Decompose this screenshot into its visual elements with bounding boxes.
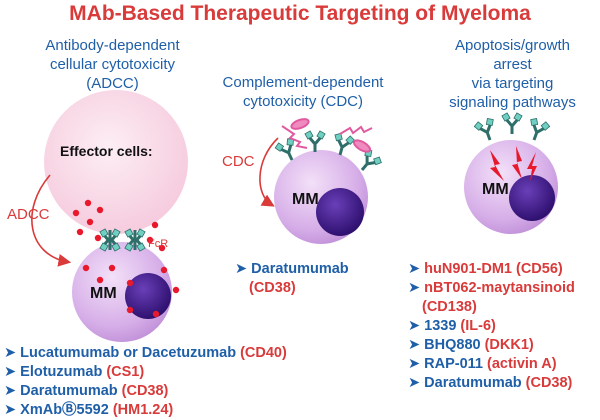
list-item-target: (CD138): [422, 299, 477, 315]
apoptosis-nucleus: [509, 175, 555, 221]
list-item: ➤RAP-011(activin A): [408, 356, 557, 372]
page-title: MAb-Based Therapeutic Targeting of Myelo…: [69, 2, 531, 25]
antibody-icon: [303, 129, 327, 154]
list-item: ➤Elotuzumab(CS1): [4, 364, 145, 380]
apoptosis-mm-label: MM: [482, 181, 509, 198]
cytotoxic-granules: [72, 199, 180, 318]
apoptosis-drug-list: ➤huN901-DM1(CD56) ➤nBT062-maytansinoid (…: [408, 260, 598, 393]
cdc-nucleus: [316, 188, 364, 236]
antibody-icon: [471, 115, 501, 145]
list-item: ➤Daratumumab(CD38): [408, 375, 573, 391]
cdc-drug-list: ➤Daratumumab (CD38): [235, 260, 385, 298]
list-item: ➤XmAbⒷ5592(HM1.24): [4, 402, 174, 418]
antibody-icon: [523, 115, 553, 145]
list-item: ➤BHQ880(DKK1): [408, 337, 534, 353]
cdc-arrow-label: CDC: [222, 153, 255, 170]
cdc-arrow: [259, 137, 279, 207]
fcr-label: FcR: [148, 238, 169, 250]
effector-cells-label: Effector cells:: [60, 143, 153, 159]
list-item-target: (CD38): [249, 280, 296, 296]
adcc-arrow-label: ADCC: [7, 206, 50, 223]
cdc-heading-line: cytotoxicity (CDC): [242, 93, 363, 110]
list-item: ➤nBT062-maytansinoid: [408, 280, 575, 296]
adcc-arrow: [31, 174, 72, 267]
apoptosis-heading: Apoptosis/growth arrest via targeting si…: [430, 36, 595, 112]
apoptosis-heading-line: via targeting: [471, 75, 554, 92]
cdc-heading: Complement-dependent cytotoxicity (CDC): [218, 73, 388, 111]
apoptosis-heading-line: signaling pathways: [449, 94, 576, 111]
cdc-mm-label: MM: [292, 191, 319, 208]
adcc-drug-list: ➤Lucatumumab or Dacetuzumab(CD40) ➤Elotu…: [4, 344, 304, 420]
list-item: ➤huN901-DM1(CD56): [408, 261, 563, 277]
complement-icon: [281, 118, 373, 153]
adcc-heading: Antibody-dependent cellular cytotoxicity…: [20, 36, 205, 93]
apoptosis-heading-line: Apoptosis/growth: [454, 37, 571, 54]
list-item: ➤Lucatumumab or Dacetuzumab(CD40): [4, 345, 287, 361]
adcc-nucleus: [125, 273, 171, 319]
adcc-heading-line: (ADCC): [86, 75, 139, 92]
list-item: ➤1339(IL-6): [408, 318, 496, 334]
signal-bolt-icon: [490, 146, 537, 181]
apoptosis-heading-line: arrest: [493, 56, 532, 73]
adcc-heading-line: Antibody-dependent: [45, 37, 180, 54]
cdc-heading-line: Complement-dependent: [222, 74, 384, 91]
list-item: ➤Daratumumab: [235, 261, 349, 277]
list-item: ➤Daratumumab(CD38): [4, 383, 169, 399]
antibody-icon: [500, 111, 524, 136]
effector-cell: [44, 90, 188, 234]
adcc-mm-label: MM: [90, 285, 117, 302]
adcc-heading-line: cellular cytotoxicity: [49, 56, 176, 73]
